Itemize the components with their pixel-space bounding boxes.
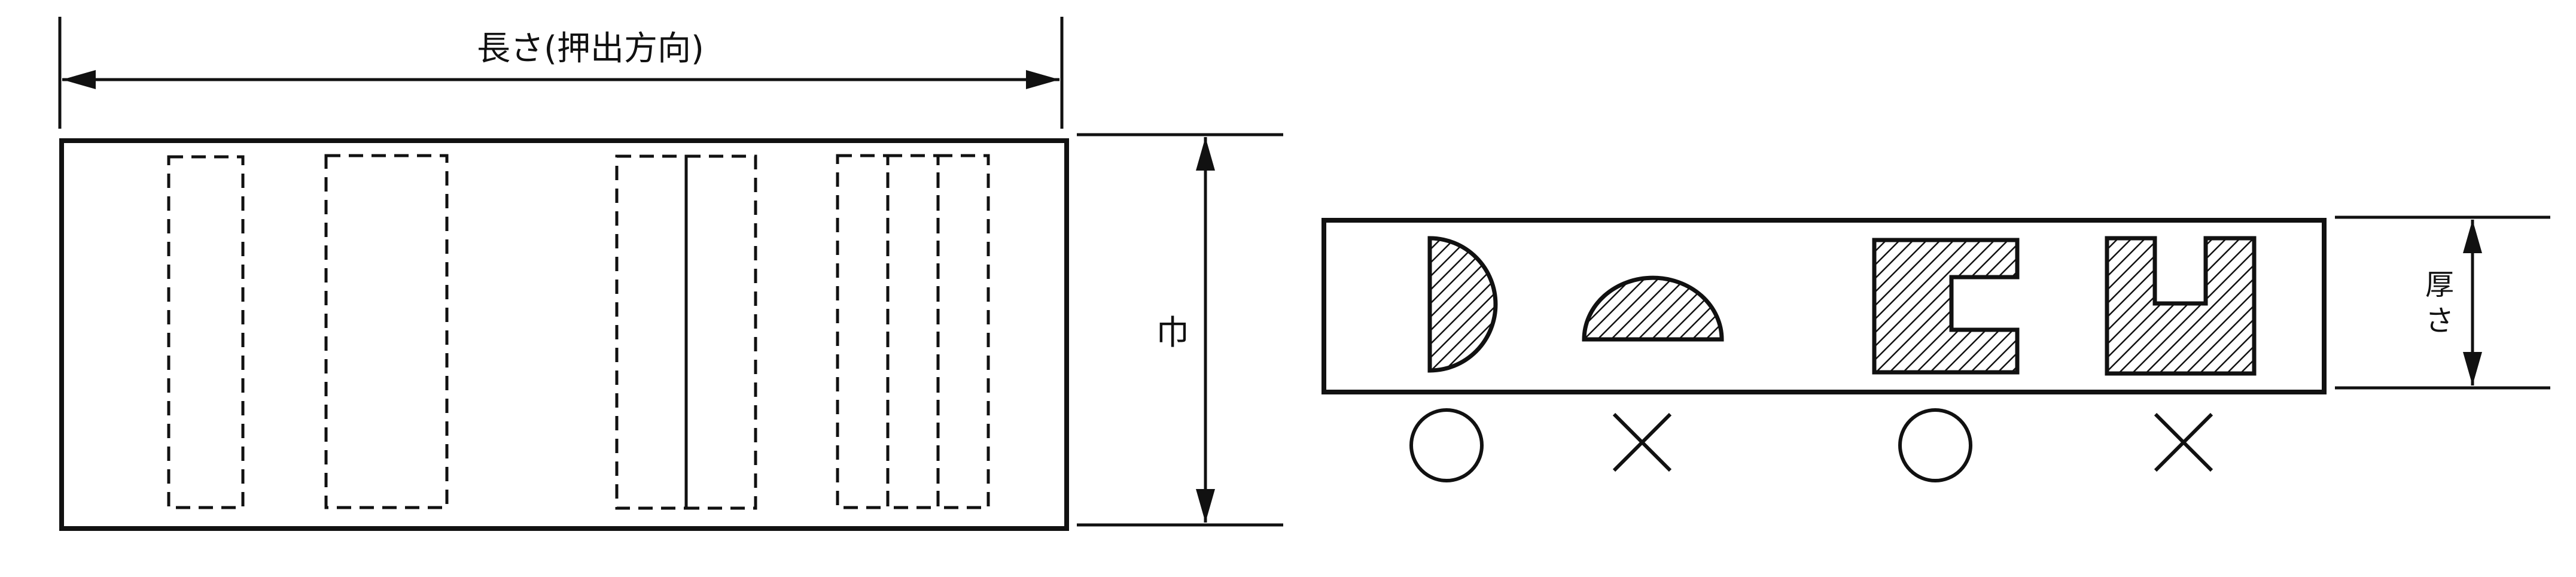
ng-mark-cross-icon (2154, 412, 2213, 472)
thickness-arrowhead-top (2463, 220, 2482, 253)
thickness-label-char-2: さ (2425, 304, 2454, 338)
channel-profile-open-top (2105, 236, 2257, 376)
width-arrowhead-bottom (1196, 489, 1215, 523)
length-label: 長さ(押出方向) (477, 29, 704, 68)
length-arrowhead-left (62, 70, 96, 89)
width-label: 巾 (1156, 314, 1189, 353)
triple-part-outline-2 (886, 154, 940, 509)
length-arrowhead-right (1026, 70, 1059, 89)
evaluation-marks (1409, 408, 2213, 482)
part-placements (167, 154, 990, 510)
plan-view: 長さ(押出方向) 巾 (58, 17, 1283, 531)
width-dimension: 巾 (1077, 133, 1283, 527)
d-profile-upright (1427, 236, 1498, 373)
double-part-outline-1 (615, 154, 688, 510)
ng-mark-cross-icon (1612, 412, 1672, 472)
section-outline (1322, 218, 2327, 394)
profiles (1427, 236, 2257, 376)
thickness-label-char-1: 厚 (2425, 268, 2454, 302)
wide-part-outline (324, 154, 449, 509)
ok-mark-circle-icon (1409, 408, 1484, 482)
width-arrowhead-top (1196, 137, 1215, 171)
double-part-outline-2 (684, 154, 757, 510)
billet-outline (59, 138, 1069, 531)
length-dimension: 長さ(押出方向) (58, 17, 1064, 129)
thickness-dimension: 厚 さ (2335, 215, 2550, 390)
section-view: 厚 さ (1322, 215, 2550, 482)
ok-mark-circle-icon (1898, 408, 1972, 482)
thickness-arrowhead-bottom (2463, 352, 2482, 385)
semicircle-profile-flat (1582, 275, 1724, 342)
triple-part-outline-1 (836, 154, 890, 509)
triple-part-outline-3 (936, 154, 990, 509)
channel-profile-open-side (1872, 238, 2020, 375)
narrow-part-outline (167, 155, 245, 509)
